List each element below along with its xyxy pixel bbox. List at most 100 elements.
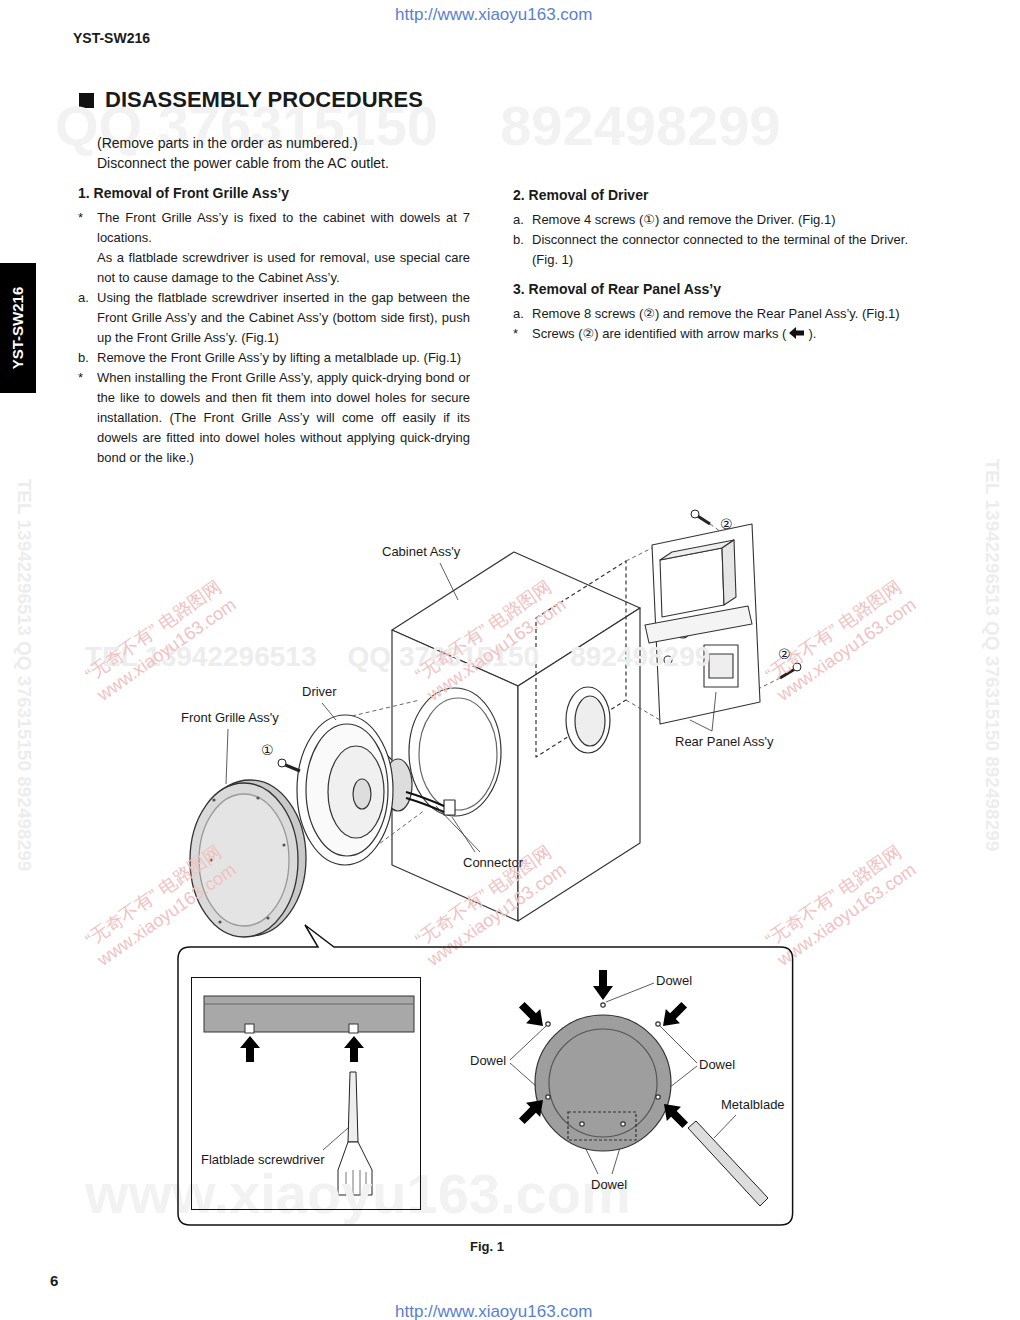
dowel-arrow: [515, 1093, 550, 1128]
dowel-arrow: [515, 1093, 550, 1128]
grille-front-view: [580, 1122, 584, 1126]
driver-wire: [406, 798, 444, 812]
body-text: Using the flatblade screwdriver inserted…: [97, 288, 470, 348]
body-text: Remove 8 screws (②) and remove the Rear …: [532, 304, 908, 324]
rear-panel: [645, 524, 760, 724]
dowel-label: Dowel: [699, 1057, 735, 1073]
url-text: http://www.xiaoyu163.com: [395, 1302, 592, 1320]
body-text: The Front Grille Ass’y is fixed to the c…: [97, 208, 470, 248]
body-text: When installing the Front Grille Ass’y, …: [97, 368, 470, 468]
section-heading: 1. Removal of Front Grille Ass’y: [78, 184, 470, 202]
push-arrow: [240, 1036, 364, 1062]
grille-section: [204, 1004, 414, 1005]
dowel-arrow: [515, 998, 550, 1033]
watermark: “无奇不有” 电路图网 www.xiaoyu163.com: [745, 829, 935, 981]
text-row: 2. Removal of Driver: [513, 186, 908, 204]
explode-line: [352, 700, 420, 716]
text-row: b.Remove the Front Grille Ass’y by lifti…: [78, 348, 470, 368]
list-marker: *: [78, 368, 97, 468]
driver-wire: [406, 792, 444, 812]
screw: [278, 759, 300, 771]
list-body: When installing the Front Grille Ass’y, …: [97, 368, 470, 468]
grille-front-view: [546, 1022, 550, 1026]
driver: [328, 746, 384, 838]
part-label: Driver: [302, 684, 337, 700]
list-body: Using the flatblade screwdriver inserted…: [97, 288, 470, 348]
text-row: 1. Removal of Front Grille Ass’y: [78, 184, 470, 202]
leader-line: [714, 1115, 736, 1138]
cabinet: [392, 552, 640, 921]
grille-section: [204, 996, 414, 1033]
dowel-arrow: [593, 970, 613, 1000]
grille-front-view: [621, 1122, 625, 1126]
part-label: Connector: [463, 855, 523, 871]
cabinet: [444, 800, 455, 815]
grille-front-view: [568, 1112, 636, 1140]
callout-outline: [178, 947, 793, 1225]
leader-line: [436, 806, 480, 852]
text-column: 1. Removal of Front Grille Ass’y*The Fro…: [78, 184, 470, 468]
watermark: “无奇不有” 电路图网 www.xiaoyu163.com: [65, 829, 255, 981]
front-grille: [218, 920, 221, 923]
front-grille: [212, 798, 215, 801]
driver: [297, 715, 393, 865]
text-column: 2. Removal of Drivera.Remove 4 screws (①…: [513, 186, 908, 344]
grille-section: [245, 1024, 254, 1033]
watermark: TEL 13942296513 QQ 376315150 892498299: [13, 479, 36, 872]
callout-inset: DowelDowelDowelMetalbladeDowelFlatblade …: [178, 947, 793, 1225]
grille-front-view: [656, 1022, 660, 1026]
screw: [278, 759, 286, 767]
leader-line: [606, 983, 654, 1002]
side-tab-label: YST-SW216: [9, 287, 27, 370]
part-label: Cabinet Ass'y: [382, 544, 460, 560]
driver: [306, 724, 388, 856]
callout-number: ②: [720, 516, 733, 533]
side-tab: [0, 263, 36, 393]
text-row: a.Using the flatblade screwdriver insert…: [78, 288, 470, 348]
explode-line: [352, 524, 780, 864]
detail-box: Flatblade screwdriver: [191, 977, 421, 1210]
arrow-mark-icon: [789, 327, 805, 339]
body-text: Remove 4 screws (①) and remove the Drive…: [532, 210, 908, 230]
driver: [297, 715, 412, 865]
grille-front-view: [601, 1003, 605, 1007]
leader-line: [323, 1128, 348, 1150]
watermark: TEL 13942296513 QQ 376315150 892498299: [981, 459, 1004, 852]
dowel-arrow: [656, 998, 691, 1033]
leader-line: [440, 563, 458, 600]
callout-outline: [178, 925, 793, 1225]
grille-front-view: [656, 1095, 660, 1099]
watermark: www.xiaoyu163.com: [85, 1160, 631, 1227]
cabinet: [566, 687, 610, 753]
note-text: (Remove parts in the order as numbered.): [97, 135, 358, 152]
grille-section: [204, 996, 414, 1032]
rear-panel: [709, 654, 733, 678]
model-header: YST-SW216: [73, 30, 150, 47]
watermark: “无奇不有” 电路图网 www.xiaoyu163.com: [395, 564, 585, 716]
leader-line: [690, 720, 712, 731]
list-marker: a.: [78, 288, 97, 348]
tool-label: Flatblade screwdriver: [201, 1152, 325, 1168]
front-grille: [256, 796, 259, 799]
body-text: As a flatblade screwdriver is used for r…: [97, 248, 470, 288]
watermark: “无奇不有” 电路图网 www.xiaoyu163.com: [395, 829, 585, 981]
body-text: ).: [808, 326, 816, 341]
grille-front-view: [535, 1003, 671, 1151]
callout-number: ①: [261, 742, 274, 759]
tool-label: Metalblade: [721, 1097, 785, 1113]
explode-line: [626, 700, 660, 720]
list-marker: *: [78, 208, 97, 288]
grille-front-view: [546, 1095, 550, 1099]
push-arrow: [344, 1036, 364, 1062]
list-body: Remove 4 screws (①) and remove the Drive…: [532, 210, 908, 230]
url-text: http://www.xiaoyu163.com: [395, 5, 592, 25]
grille-section: [349, 1024, 358, 1033]
text-row: *The Front Grille Ass’y is fixed to the …: [78, 208, 470, 288]
explode-line: [626, 548, 652, 561]
text-row: *When installing the Front Grille Ass’y,…: [78, 368, 470, 468]
part-label: Rear Panel Ass'y: [675, 734, 774, 750]
list-body: Disconnect the connector connected to th…: [532, 230, 908, 270]
page-number: 6: [50, 1272, 58, 1290]
